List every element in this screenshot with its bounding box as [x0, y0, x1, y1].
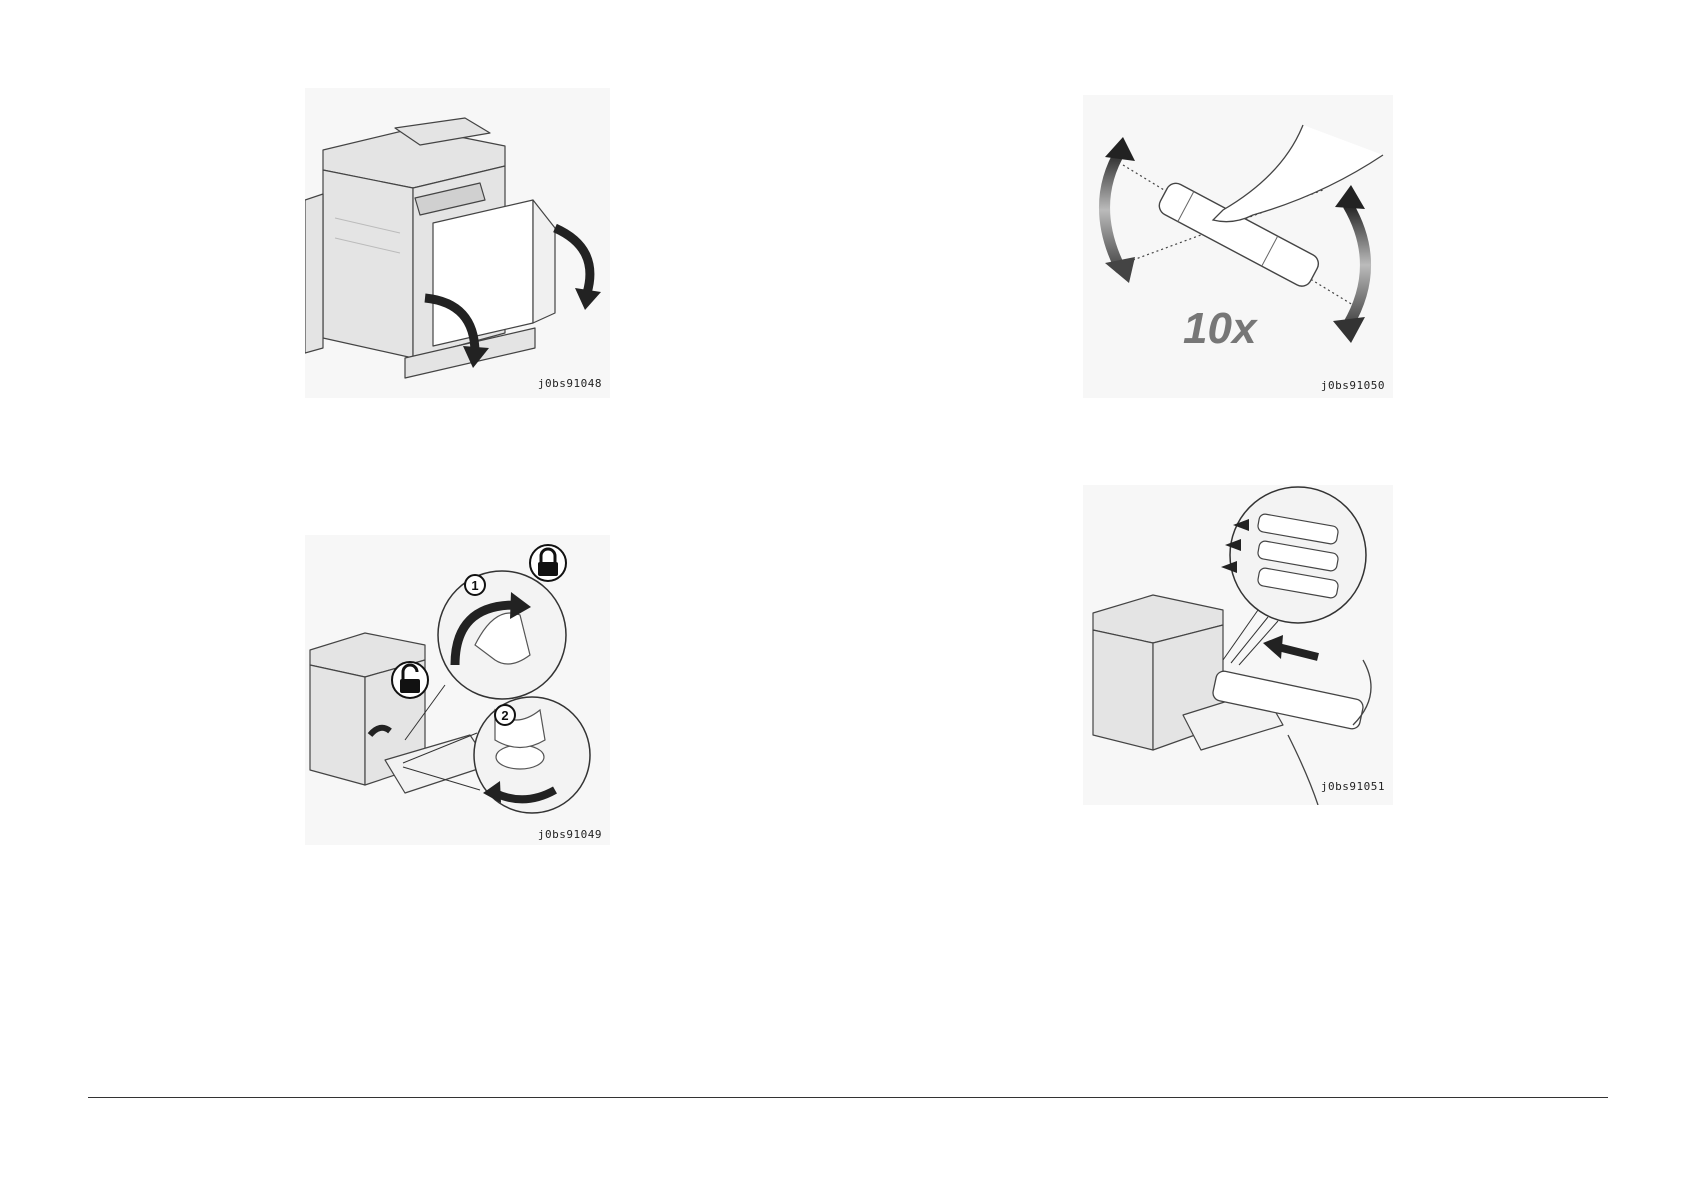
shake-count-callout: 10x — [1183, 304, 1258, 353]
figure-id-label: j0bs91050 — [1321, 379, 1385, 392]
figure-unlock-lever: 1 2 j0bs91049 — [305, 535, 610, 845]
footer-rule — [88, 1097, 1608, 1098]
figure-id-label: j0bs91049 — [538, 828, 602, 841]
figure-id-label: j0bs91051 — [1321, 780, 1385, 793]
insert-illustration — [1083, 485, 1393, 805]
figure-open-front-cover: j0bs91048 — [305, 88, 610, 398]
printer-illustration — [305, 88, 610, 398]
figure-id-label: j0bs91048 — [538, 377, 602, 390]
figure-shake-cartridge: 10x j0bs91050 — [1083, 95, 1393, 398]
svg-text:1: 1 — [471, 578, 478, 593]
shake-illustration: 10x — [1083, 95, 1393, 398]
step-marker-2: 2 — [495, 705, 515, 725]
lock-closed-icon — [530, 545, 566, 581]
lock-open-icon — [392, 662, 428, 698]
lever-illustration: 1 2 — [305, 535, 610, 845]
step-marker-1: 1 — [465, 575, 485, 595]
figure-insert-cartridge: j0bs91051 — [1083, 485, 1393, 805]
svg-text:2: 2 — [501, 708, 508, 723]
